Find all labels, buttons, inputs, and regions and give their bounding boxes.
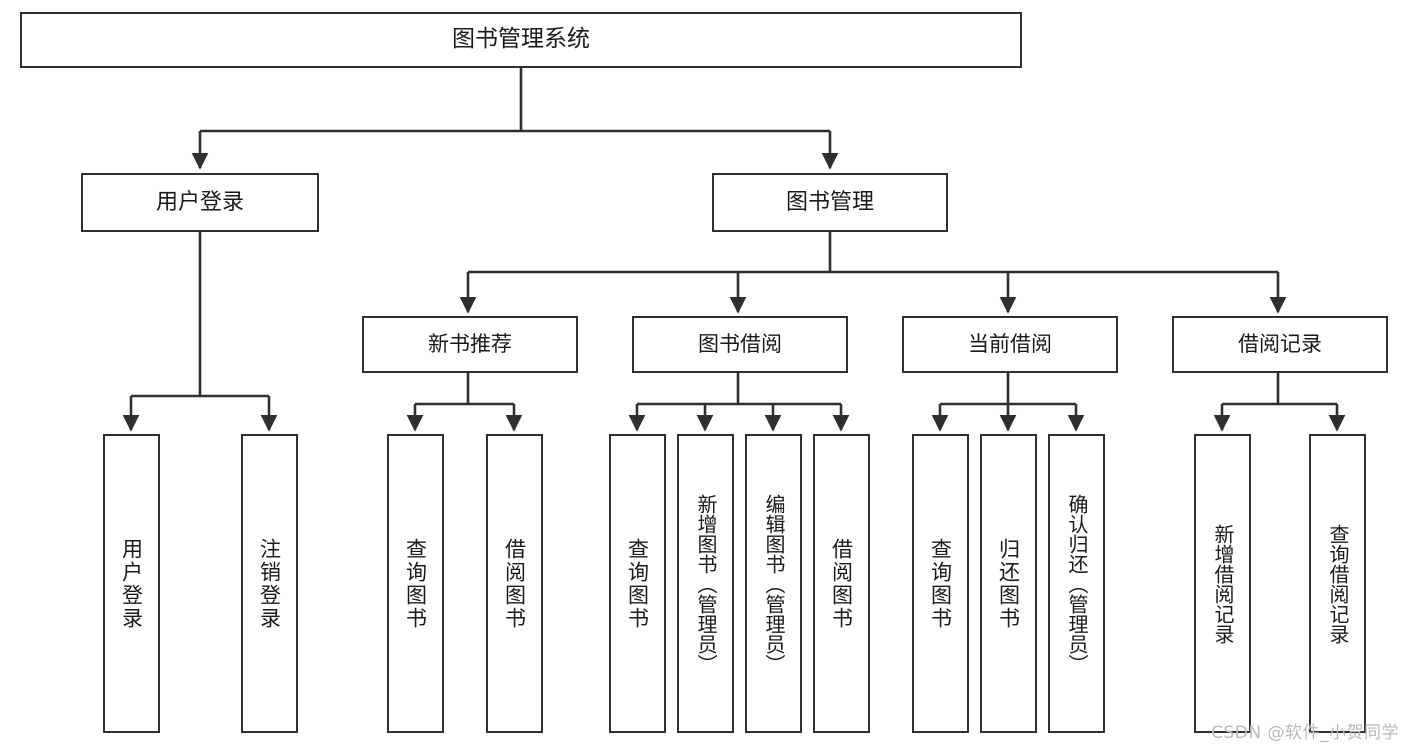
- node-label: 查询借阅记录: [1326, 523, 1350, 644]
- leaf-new-book-borrow-books[interactable]: 借阅图书: [486, 434, 543, 733]
- leaf-current-borrow-confirm-return-admin[interactable]: 确认归还（管理员）: [1048, 434, 1105, 733]
- node-label: 用户登录: [119, 537, 144, 630]
- node-current-borrowing[interactable]: 当前借阅: [902, 316, 1118, 373]
- leaf-book-borrow-borrow-books[interactable]: 借阅图书: [813, 434, 870, 733]
- watermark-text: CSDN @软件_小贺同学: [1211, 723, 1399, 743]
- node-label: 图书管理系统: [452, 26, 590, 53]
- node-new-book-recommendation[interactable]: 新书推荐: [362, 316, 578, 373]
- node-label: 借阅图书: [829, 537, 854, 630]
- leaf-current-borrow-return-books[interactable]: 归还图书: [980, 434, 1037, 733]
- leaf-current-borrow-query-books[interactable]: 查询图书: [912, 434, 969, 733]
- node-root-book-management-system[interactable]: 图书管理系统: [20, 12, 1022, 68]
- node-label: 新增图书（管理员）: [694, 493, 718, 674]
- node-label: 图书管理: [785, 189, 874, 215]
- leaf-user-login-login[interactable]: 用户登录: [103, 434, 160, 733]
- leaf-book-borrow-add-book-admin[interactable]: 新增图书（管理员）: [677, 434, 734, 733]
- leaf-borrow-record-add-record[interactable]: 新增借阅记录: [1194, 434, 1251, 733]
- node-label: 注销登录: [257, 537, 282, 630]
- node-label: 新增借阅记录: [1211, 523, 1235, 644]
- leaf-book-borrow-edit-book-admin[interactable]: 编辑图书（管理员）: [745, 434, 802, 733]
- node-label: 查询图书: [625, 537, 650, 630]
- node-label: 确认归还（管理员）: [1065, 493, 1089, 674]
- node-label: 图书借阅: [698, 332, 782, 357]
- node-label: 当前借阅: [968, 332, 1052, 357]
- node-label: 查询图书: [403, 537, 428, 630]
- node-label: 借阅记录: [1238, 332, 1322, 357]
- leaf-user-login-logout[interactable]: 注销登录: [241, 434, 298, 733]
- node-book-management[interactable]: 图书管理: [712, 173, 948, 232]
- node-borrowing-records[interactable]: 借阅记录: [1172, 316, 1388, 373]
- leaf-borrow-record-query-record[interactable]: 查询借阅记录: [1309, 434, 1366, 733]
- node-label: 归还图书: [996, 537, 1021, 630]
- node-label: 查询图书: [928, 537, 953, 630]
- node-label: 新书推荐: [428, 332, 512, 357]
- leaf-new-book-query-books[interactable]: 查询图书: [387, 434, 444, 733]
- node-book-borrowing[interactable]: 图书借阅: [632, 316, 848, 373]
- leaf-book-borrow-query-books[interactable]: 查询图书: [609, 434, 666, 733]
- node-user-login[interactable]: 用户登录: [81, 173, 319, 232]
- node-label: 编辑图书（管理员）: [762, 493, 786, 674]
- node-label: 用户登录: [155, 189, 244, 215]
- node-label: 借阅图书: [502, 537, 527, 630]
